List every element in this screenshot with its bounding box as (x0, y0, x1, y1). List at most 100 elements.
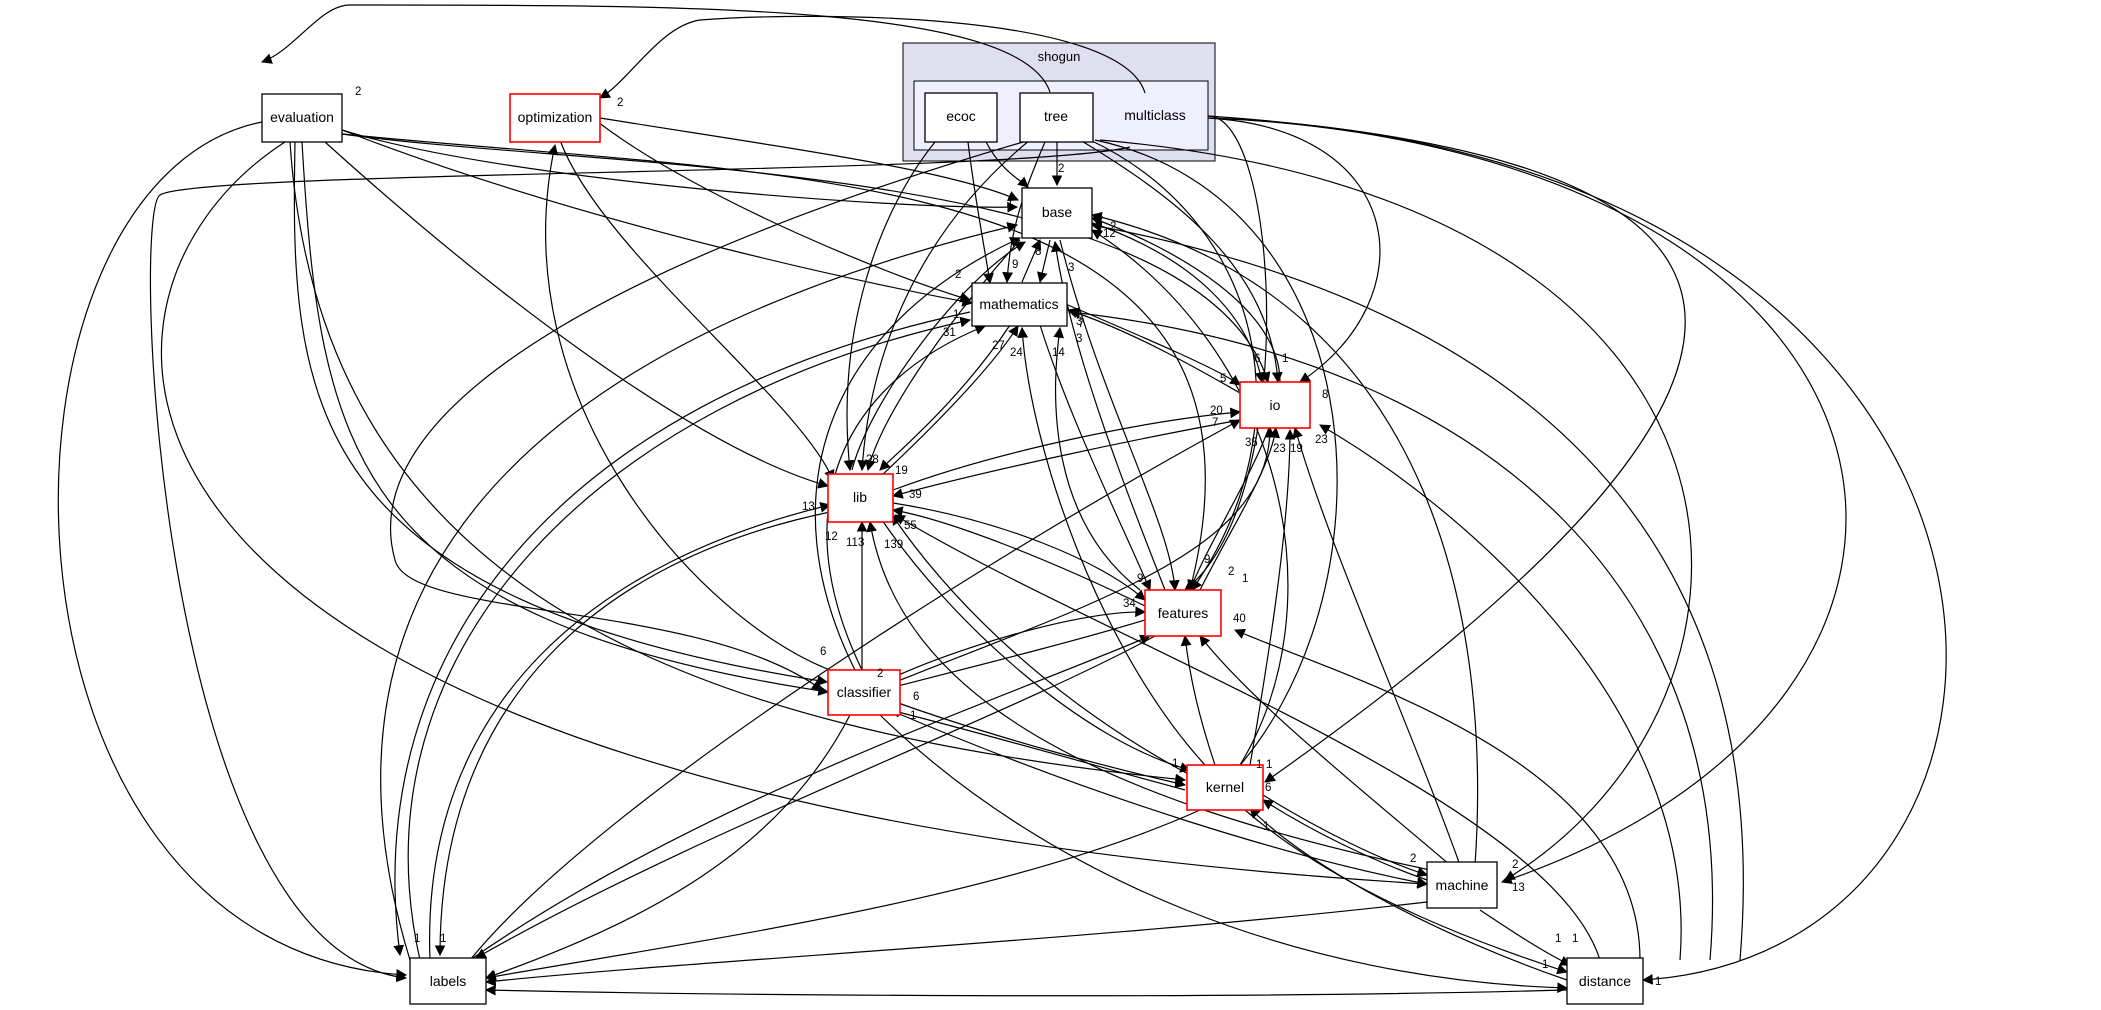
edge-label: 14 (1052, 347, 1065, 359)
edge-label: 1 (1555, 933, 1561, 945)
node-kernel-box[interactable] (1186, 764, 1264, 811)
node-tree-label: tree (1044, 108, 1068, 124)
edge-machine-io (1292, 426, 1461, 866)
node-classifier-box[interactable] (827, 669, 901, 716)
edges (57, 4, 1947, 997)
edge-kernel-mathematics (1017, 326, 1206, 766)
node-machine[interactable]: machine (1426, 861, 1498, 909)
edge-classifier-base (814, 237, 1021, 671)
node-kernel[interactable]: kernel (1186, 764, 1264, 811)
node-machine-box[interactable] (1426, 861, 1498, 909)
edge-label: 39 (909, 489, 922, 501)
edge-label: 3 (1068, 262, 1074, 274)
edge-label: 1 (1172, 758, 1178, 770)
edge-kernel-io (1249, 428, 1296, 766)
node-classifier[interactable]: classifier (827, 669, 901, 716)
node-labels-label: labels (430, 973, 467, 989)
edge-label: 2 (617, 97, 623, 109)
edge-machine-distance (1479, 909, 1571, 966)
edge-label: 40 (1233, 613, 1246, 625)
edge-features-mathematics (1053, 326, 1141, 591)
edge-evaluation-classifier-2 (301, 141, 830, 696)
edge-lib-io (892, 407, 1242, 491)
edge-label: 2 (955, 269, 961, 281)
edge-classifier-labels (484, 714, 851, 980)
edge-label: 113 (846, 537, 864, 549)
node-io-label: io (1270, 397, 1281, 413)
node-distance[interactable]: distance (1566, 957, 1644, 1005)
node-distance-box[interactable] (1566, 957, 1644, 1005)
node-multiclass-label: multiclass (1124, 107, 1185, 123)
edge-lib-labels (434, 511, 831, 957)
edge-label: 27 (992, 340, 1005, 352)
edge-kernel-machine (1262, 794, 1429, 878)
edge-label: 19 (895, 465, 908, 477)
edge-label: 1 (414, 933, 420, 945)
edge-features-classifier (888, 619, 1146, 691)
edge-kernel-base (1091, 229, 1289, 766)
node-ecoc-box[interactable] (924, 92, 998, 143)
edge-base-features (1059, 239, 1180, 592)
edge-multiclass-machine (1209, 117, 1847, 884)
node-base-box[interactable] (1021, 187, 1093, 239)
edge-distance-base (1090, 221, 1744, 961)
node-io[interactable]: io (1239, 381, 1311, 429)
edge-label: 55 (904, 520, 917, 532)
node-labels-box[interactable] (409, 957, 487, 1005)
edge-labels-lib (429, 502, 832, 961)
edge-base-mathematics (1036, 239, 1051, 284)
edge-label: 13 (1512, 882, 1525, 894)
edge-label: 23 (1273, 443, 1286, 455)
edge-multiclass-io (1207, 117, 1381, 383)
edge-ecoc-base (984, 139, 1029, 188)
edge-label: 8 (1035, 246, 1041, 258)
edge-machine-features (1199, 635, 1451, 866)
shogun-cluster-label: shogun (1038, 49, 1081, 64)
edge-machine-lib (866, 520, 1431, 871)
edge-optimization-base (599, 117, 1019, 202)
node-lib[interactable]: lib (827, 473, 894, 523)
node-mathematics-label: mathematics (979, 296, 1058, 312)
edge-label: 8 (1322, 389, 1328, 401)
node-evaluation[interactable]: evaluation (261, 93, 343, 143)
edge-multiclass-features (1184, 115, 1268, 591)
edge-base-io (1089, 221, 1266, 384)
edge-label: 12 (825, 531, 838, 543)
node-mathematics-box[interactable] (971, 282, 1068, 327)
node-tree-box[interactable] (1019, 92, 1094, 143)
node-lib-box[interactable] (827, 473, 894, 523)
edge-label: 28 (866, 454, 879, 466)
node-mathematics[interactable]: mathematics (971, 282, 1068, 327)
node-evaluation-box[interactable] (261, 93, 343, 143)
edge-label: 2 (1058, 163, 1064, 175)
edge-classifier-mathematics (826, 324, 987, 671)
edge-evaluation-kernel (289, 141, 1187, 785)
node-features[interactable]: features (1144, 589, 1222, 637)
node-tree[interactable]: tree (1019, 92, 1094, 143)
node-base[interactable]: base (1021, 187, 1093, 239)
edge-label: 7 (1212, 417, 1218, 429)
edge-label: 139 (884, 539, 903, 551)
edge-label: 23 (1315, 434, 1328, 446)
edge-labels-mathematics (407, 316, 972, 961)
edge-label: 6 (820, 646, 826, 658)
node-kernel-label: kernel (1206, 779, 1244, 795)
edge-multiclass-distance (1209, 117, 1947, 985)
node-io-box[interactable] (1239, 381, 1311, 429)
node-distance-label: distance (1579, 973, 1631, 989)
edge-features-labels (475, 635, 1156, 959)
edge-label: 34 (1123, 598, 1136, 610)
node-lib-label: lib (853, 489, 867, 505)
edge-label: 1 (1655, 976, 1661, 988)
node-evaluation-label: evaluation (270, 109, 334, 125)
node-features-box[interactable] (1144, 589, 1222, 637)
edge-labels-base (380, 222, 1019, 961)
node-ecoc[interactable]: ecoc (924, 92, 998, 143)
edge-distance-io (1319, 424, 1682, 961)
node-labels[interactable]: labels (409, 957, 487, 1005)
node-optimization-box[interactable] (509, 93, 601, 143)
edge-kernel-distance (1244, 809, 1569, 975)
edge-multiclass-labels (149, 146, 1131, 983)
node-optimization[interactable]: optimization (509, 93, 601, 143)
edge-tree-evaluation (260, 4, 1051, 93)
